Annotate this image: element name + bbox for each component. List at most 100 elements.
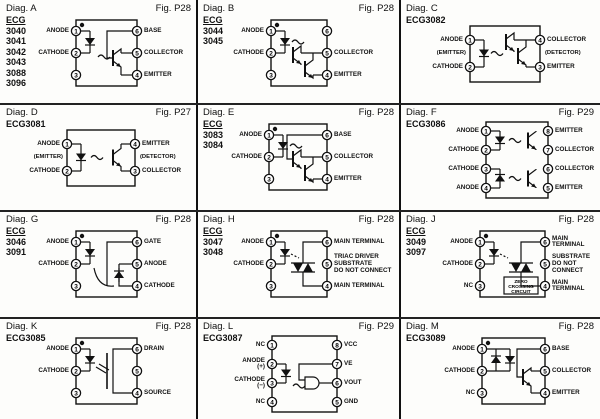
pin-6: 6	[131, 25, 143, 37]
svg-text:2: 2	[480, 368, 484, 375]
zero-crossing-label: CROSSING	[508, 284, 534, 290]
pin-label: DRAIN	[144, 345, 164, 352]
grid-divider	[196, 0, 198, 419]
pin-label: GATE	[144, 238, 162, 245]
svg-text:1: 1	[267, 132, 271, 139]
ecg-part-numbers: ECG3085	[6, 333, 46, 344]
led-icon	[85, 356, 95, 363]
svg-text:5: 5	[543, 368, 547, 375]
light-emission-icon	[90, 154, 104, 161]
pin-7: 7	[542, 144, 554, 156]
svg-text:7: 7	[546, 147, 550, 154]
pin-label: COLLECTOR	[552, 367, 592, 374]
svg-text:6: 6	[335, 380, 339, 387]
svg-text:2: 2	[74, 261, 78, 268]
pin-label: ANODE	[46, 238, 69, 245]
led-icon	[280, 249, 290, 256]
pin1-dot	[485, 340, 491, 346]
part-number: 3042	[6, 46, 27, 57]
pin-label: ANODE	[37, 140, 60, 147]
transistor-icon	[292, 148, 302, 169]
light-emission-icon	[508, 137, 522, 144]
diagram-title: Diag. D	[6, 107, 38, 118]
part-number: 3049	[406, 236, 427, 247]
package-outline	[485, 121, 549, 199]
part-number: 3088	[6, 67, 27, 78]
pin-1: 1	[70, 25, 82, 37]
pin-3: 3	[129, 165, 141, 177]
internal-circuit	[71, 143, 131, 172]
pin-label: ANODE (+)	[242, 356, 265, 371]
internal-circuit	[80, 30, 133, 76]
svg-text:8: 8	[335, 342, 339, 349]
ecg-part-numbers: ECG3081	[6, 119, 46, 130]
pin-label: ANODE	[239, 131, 262, 138]
svg-text:3: 3	[269, 72, 273, 79]
figure-reference: Fig. P27	[155, 107, 191, 118]
svg-text:4: 4	[133, 141, 137, 148]
zero-crossing-label: CIRCUIT	[511, 289, 531, 295]
svg-text:7: 7	[335, 361, 339, 368]
pin-3: 3	[534, 61, 546, 73]
pin-label: EMITTER	[555, 184, 583, 191]
svg-text:3: 3	[538, 64, 542, 71]
pin-label: CATHODE	[38, 49, 69, 56]
pin-label: COLLECTOR	[547, 36, 587, 43]
pin-4: 4	[534, 34, 546, 46]
svg-text:3: 3	[133, 168, 137, 175]
figure-reference: Fig. P28	[155, 3, 191, 14]
transistor-icon	[304, 53, 314, 80]
pin-label: EMITTER	[555, 127, 583, 134]
pin-label: EMITTER	[334, 175, 362, 182]
svg-text:6: 6	[546, 166, 550, 173]
diagram-title: Diag. K	[6, 321, 38, 332]
pin-label: CATHODE	[442, 260, 473, 267]
pin-2: 2	[70, 365, 82, 377]
internal-circuit	[275, 30, 323, 80]
pin1-dot	[274, 233, 280, 239]
figure-reference: Fig. P28	[155, 321, 191, 332]
part-number: 3046	[6, 236, 27, 247]
pin-label: ANODE	[450, 238, 473, 245]
svg-text:3: 3	[269, 283, 273, 290]
diagram-title: Diag. B	[203, 3, 235, 14]
pin-label: NC	[463, 282, 473, 289]
logic-gate-icon	[304, 376, 320, 390]
svg-text:4: 4	[270, 399, 274, 406]
svg-text:2: 2	[267, 154, 271, 161]
svg-text:2: 2	[468, 64, 472, 71]
pin-2: 2	[474, 258, 486, 270]
internal-circuit	[275, 241, 323, 287]
svg-text:3: 3	[478, 283, 482, 290]
figure-reference: Fig. P29	[558, 107, 594, 118]
pin-4: 4	[321, 280, 333, 292]
internal-circuit	[80, 241, 133, 287]
pin-1: 1	[70, 343, 82, 355]
svg-text:1: 1	[74, 239, 78, 246]
pin-3: 3	[265, 69, 277, 81]
zero-crossing-circuit-box	[503, 276, 539, 295]
part-number: 3047	[203, 236, 224, 247]
pin-6: 6	[131, 236, 143, 248]
pin-1: 1	[70, 236, 82, 248]
part-number: 3097	[406, 247, 427, 257]
pin-label: CATHODE	[233, 260, 264, 267]
pin-6: 6	[542, 163, 554, 175]
part-number: 3045	[203, 36, 224, 46]
detector-note: (DETECTOR)	[140, 154, 176, 160]
pin-label: COLLECTOR	[142, 167, 182, 174]
pin-label: COLLECTOR	[144, 49, 184, 56]
pin-label: CATHODE	[38, 260, 69, 267]
svg-text:1: 1	[269, 28, 273, 35]
svg-text:6: 6	[135, 28, 139, 35]
pin-label: BASE	[144, 27, 162, 34]
light-emission-icon	[292, 383, 306, 389]
